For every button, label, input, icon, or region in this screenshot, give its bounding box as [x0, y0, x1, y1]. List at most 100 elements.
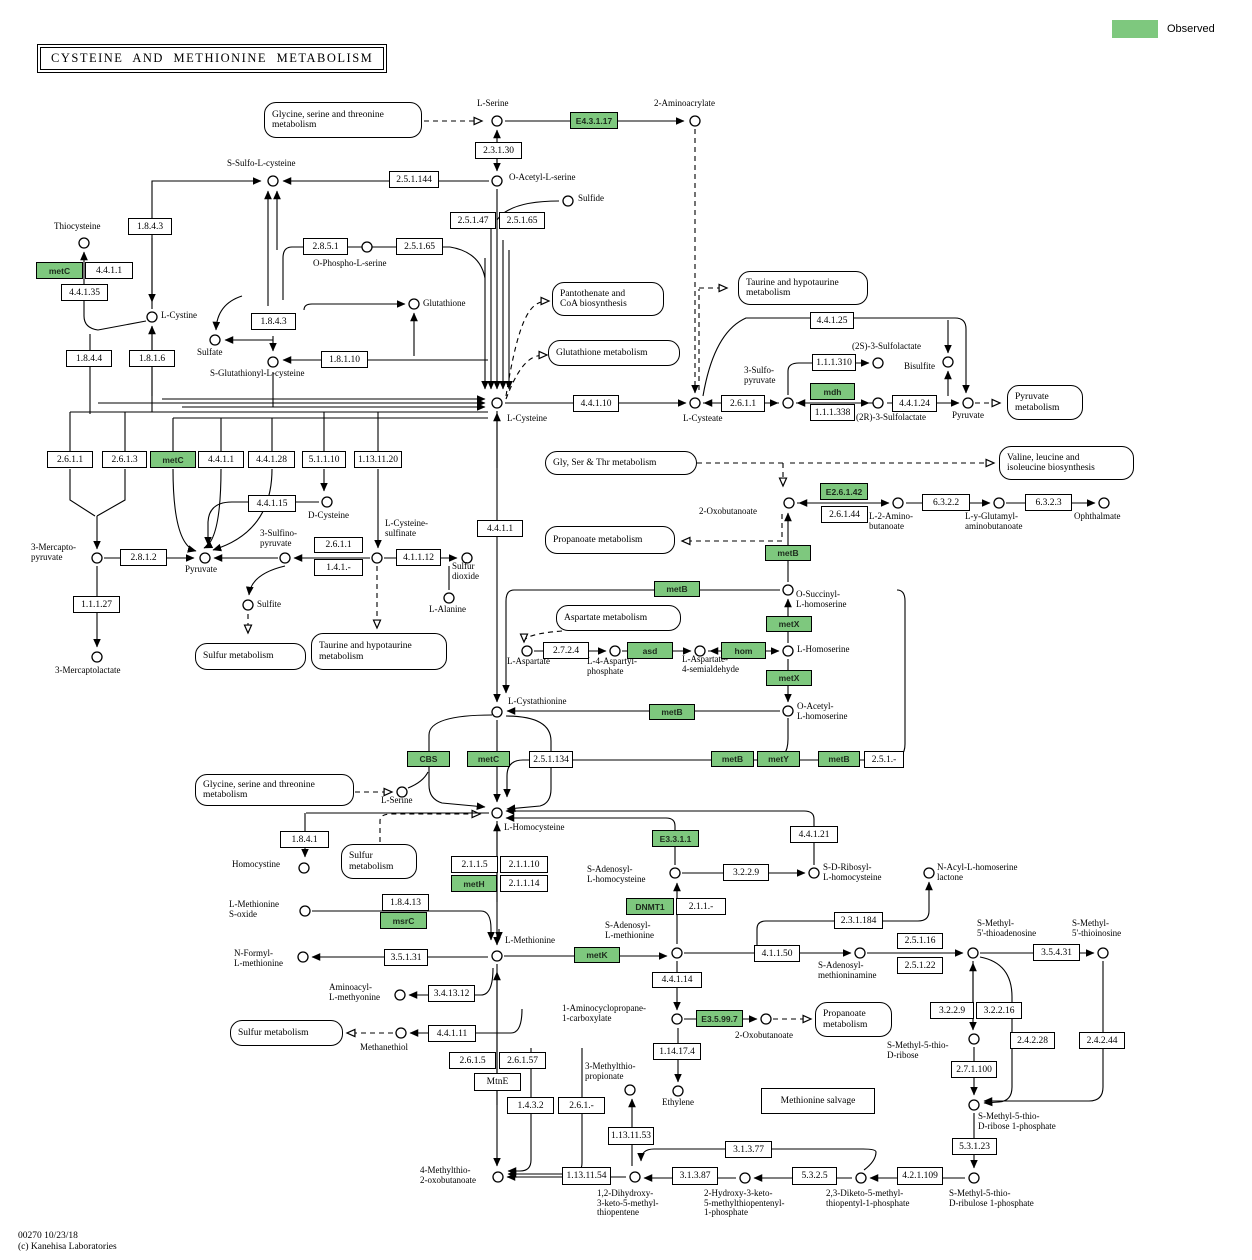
compound-node[interactable]	[672, 1085, 684, 1097]
enzyme-box[interactable]: 1.8.4.3	[128, 218, 172, 235]
gene-box[interactable]: hom	[721, 642, 766, 659]
pathway-link-box[interactable]: Glycine, serine and threonine metabolism	[264, 102, 422, 138]
enzyme-box[interactable]: 2.1.1.5	[451, 856, 498, 873]
compound-node[interactable]	[491, 115, 503, 127]
compound-node[interactable]	[967, 947, 979, 959]
compound-node[interactable]	[942, 356, 954, 368]
enzyme-box[interactable]: 1.14.17.4	[653, 1043, 701, 1060]
enzyme-box[interactable]: 4.4.1.11	[428, 1025, 476, 1042]
compound-node[interactable]	[694, 645, 706, 657]
compound-node[interactable]	[298, 862, 310, 874]
enzyme-box[interactable]: 2.5.1.-	[864, 751, 904, 768]
enzyme-box[interactable]: 2.6.1.1	[47, 451, 93, 468]
gene-box[interactable]: E3.3.1.1	[652, 830, 699, 847]
compound-node[interactable]	[854, 947, 866, 959]
compound-node[interactable]	[279, 552, 291, 564]
compound-node[interactable]	[267, 175, 279, 187]
gene-box[interactable]: E3.5.99.7	[696, 1010, 743, 1027]
compound-node[interactable]	[968, 1099, 980, 1111]
compound-node[interactable]	[408, 298, 420, 310]
enzyme-box[interactable]: 2.5.1.144	[389, 171, 439, 188]
pathway-link-box[interactable]: Pantothenate and CoA biosynthesis	[552, 282, 664, 316]
enzyme-box[interactable]: 4.4.1.15	[248, 495, 296, 512]
compound-node[interactable]	[671, 947, 683, 959]
enzyme-box[interactable]: 2.7.2.4	[543, 642, 589, 659]
enzyme-box[interactable]: 6.3.2.3	[1025, 494, 1072, 511]
gene-box[interactable]: metB	[711, 751, 754, 767]
compound-node[interactable]	[629, 1171, 641, 1183]
pathway-link-box[interactable]: Propanoate metabolism	[545, 526, 675, 554]
pathway-link-box[interactable]: Gly, Ser & Thr metabolism	[545, 451, 697, 475]
compound-node[interactable]	[209, 334, 221, 346]
gene-box[interactable]: metX	[766, 670, 812, 686]
enzyme-box[interactable]: 1.8.1.6	[129, 350, 175, 367]
enzyme-box[interactable]: 4.4.1.1	[198, 451, 244, 468]
gene-box[interactable]: asd	[627, 642, 673, 659]
pathway-link-box[interactable]: Propanoate metabolism	[815, 1002, 892, 1037]
compound-node[interactable]	[91, 651, 103, 663]
compound-node[interactable]	[491, 175, 503, 187]
enzyme-box[interactable]: 1.4.1.-	[314, 559, 363, 576]
pathway-link-box[interactable]: Valine, leucine and isoleucine biosynthe…	[999, 446, 1134, 480]
compound-node[interactable]	[78, 237, 90, 249]
compound-node[interactable]	[146, 311, 158, 323]
pathway-link-box[interactable]: Sulfur metabolism	[341, 844, 417, 879]
enzyme-box[interactable]: 4.4.1.10	[573, 395, 619, 412]
enzyme-box[interactable]: 2.6.1.44	[821, 506, 868, 523]
enzyme-box[interactable]: 2.6.1.5	[449, 1052, 496, 1069]
enzyme-box[interactable]: 1.1.1.338	[810, 404, 855, 421]
pathway-link-box[interactable]: Sulfur metabolism	[230, 1020, 343, 1046]
enzyme-box[interactable]: 3.5.4.31	[1033, 944, 1080, 961]
enzyme-box[interactable]: 3.4.13.12	[428, 985, 475, 1002]
compound-node[interactable]	[396, 786, 408, 798]
compound-node[interactable]	[491, 397, 503, 409]
enzyme-box[interactable]: 1.4.3.2	[507, 1097, 554, 1114]
compound-node[interactable]	[461, 552, 473, 564]
enzyme-box[interactable]: 3.1.3.87	[672, 1167, 718, 1185]
enzyme-box[interactable]: 3.2.2.9	[930, 1002, 974, 1019]
compound-node[interactable]	[669, 867, 681, 879]
compound-node[interactable]	[443, 592, 455, 604]
enzyme-box[interactable]: 2.6.1.3	[102, 451, 147, 468]
compound-node[interactable]	[782, 705, 794, 717]
compound-node[interactable]	[395, 1027, 407, 1039]
enzyme-box[interactable]: 2.6.1.-	[558, 1097, 605, 1114]
gene-box[interactable]: msrC	[380, 912, 427, 929]
pathway-link-box[interactable]: Glutathione metabolism	[548, 340, 680, 366]
enzyme-box[interactable]: 4.4.1.24	[892, 395, 937, 412]
compound-node[interactable]	[1097, 947, 1109, 959]
enzyme-box[interactable]: 2.8.1.2	[120, 549, 167, 566]
enzyme-box[interactable]: 3.1.3.77	[725, 1141, 772, 1158]
gene-box[interactable]: metB	[765, 545, 811, 561]
enzyme-box[interactable]: 2.4.2.44	[1079, 1032, 1125, 1049]
compound-node[interactable]	[267, 356, 279, 368]
enzyme-box[interactable]: 4.4.1.28	[248, 451, 295, 468]
enzyme-box[interactable]: 1.8.1.10	[321, 351, 368, 368]
compound-node[interactable]	[892, 497, 904, 509]
enzyme-box[interactable]: 4.4.1.1	[85, 262, 133, 279]
compound-node[interactable]	[624, 1084, 636, 1096]
enzyme-box[interactable]: 2.5.1.65	[499, 212, 545, 229]
compound-node[interactable]	[760, 1013, 772, 1025]
enzyme-box[interactable]: 2.5.1.65	[396, 238, 443, 255]
compound-node[interactable]	[968, 1033, 980, 1045]
enzyme-box[interactable]: 1.8.4.4	[66, 350, 112, 367]
enzyme-box[interactable]: 4.4.1.35	[61, 284, 108, 301]
enzyme-box[interactable]: 2.4.2.28	[1010, 1032, 1055, 1049]
compound-node[interactable]	[492, 1171, 504, 1183]
gene-box[interactable]: metK	[574, 947, 620, 963]
enzyme-box[interactable]: 4.1.1.12	[396, 549, 441, 566]
compound-node[interactable]	[297, 951, 309, 963]
enzyme-box[interactable]: 1.13.11.54	[562, 1167, 611, 1185]
compound-node[interactable]	[872, 357, 884, 369]
compound-node[interactable]	[1098, 497, 1110, 509]
compound-node[interactable]	[808, 867, 820, 879]
enzyme-box[interactable]: 6.3.2.2	[922, 494, 970, 511]
compound-node[interactable]	[782, 584, 794, 596]
enzyme-box[interactable]: 5.3.2.5	[792, 1167, 837, 1185]
compound-node[interactable]	[855, 1172, 867, 1184]
enzyme-box[interactable]: 2.5.1.22	[897, 957, 943, 974]
gene-box[interactable]: metC	[36, 262, 83, 279]
pathway-link-box[interactable]: Taurine and hypotaurine metabolism	[738, 271, 868, 305]
gene-box[interactable]: metC	[467, 751, 510, 767]
